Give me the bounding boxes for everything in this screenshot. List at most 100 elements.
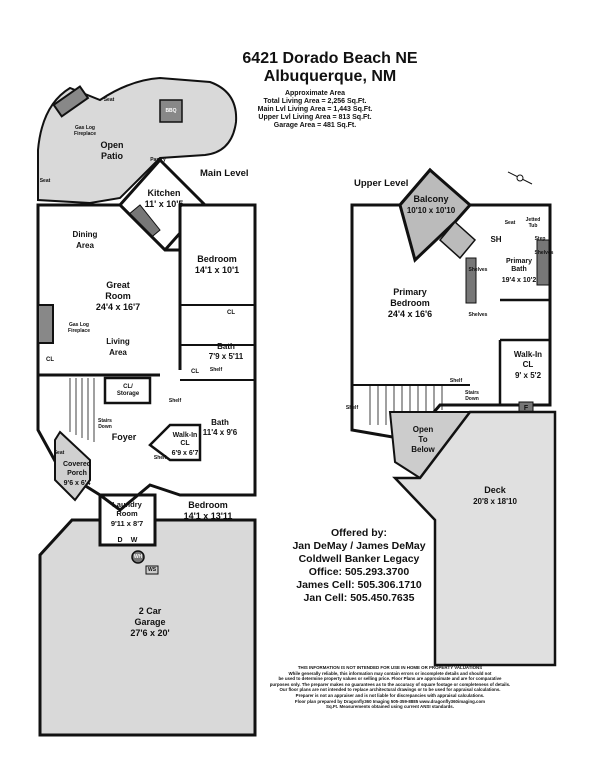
covered-porch: [54, 430, 91, 502]
bath-label: Bath: [211, 418, 229, 427]
kitchen-label: Kitchen: [147, 188, 181, 198]
laundry-room-label: Laundry Room: [112, 500, 142, 518]
bedroom-dim: 14'1 x 10'1: [194, 265, 240, 275]
patio-fireplace-label: Gas Log Fireplace: [74, 125, 96, 137]
primary-bedroom-dim: 24'4 x 16'6: [387, 309, 433, 319]
primary-bath-label: Primary Bath: [505, 258, 533, 273]
bbq-label: BBQ: [165, 108, 177, 114]
closet-label: CL: [191, 369, 199, 375]
primary-bath-dim: 19'4 x 10'2: [501, 277, 537, 284]
bath-dim: 7'9 x 5'11: [208, 352, 244, 361]
primary-bedroom-label: Primary Bedroom: [390, 287, 430, 308]
shelves: [465, 257, 477, 304]
great-room-label: Great Room: [105, 280, 131, 301]
pantry-label: Pantry: [150, 157, 166, 163]
walk-in-closet-dim: 9' x 5'2: [514, 371, 542, 380]
fireplace-label: Gas Log Fireplace: [68, 322, 90, 334]
vanity: [536, 239, 550, 286]
shelves-label: Shelves: [534, 250, 554, 256]
disclaimer-line: be used to determine property values or …: [278, 676, 502, 682]
main-level-plan: [36, 76, 257, 737]
stairs-down-label: Stairs Down: [465, 390, 479, 402]
open-patio-label: Open Patio: [100, 140, 124, 161]
disclaimer-line: Floor plan prepared by Dragonfly360 Imag…: [294, 698, 486, 704]
disclaimer-line: THIS INFORMATION IS NOT INTENDED FOR USE…: [297, 665, 483, 670]
area-heading: Approximate Area: [284, 90, 346, 97]
seat-label: Seat: [53, 450, 65, 456]
jan-cell: Jan Cell: 505.450.7635: [303, 592, 415, 604]
area-upper: Upper Lvl Living Area = 813 Sq.Ft.: [258, 114, 372, 121]
office-phone: Office: 505.293.3700: [308, 566, 410, 578]
seat-label: Seat: [39, 178, 51, 184]
disclaimer: THIS INFORMATION IS NOT INTENDED FOR USE…: [270, 665, 511, 710]
cl-storage: [103, 376, 152, 405]
shower-label: SH: [490, 235, 502, 244]
water-softener-label: WS: [147, 567, 157, 573]
shelf-label: Shelf: [153, 455, 167, 461]
disclaimer-line: While generally reliable, this informati…: [288, 670, 492, 676]
james-cell: James Cell: 505.306.1710: [296, 579, 422, 591]
disclaimer-line: Our floor plans are not intended to repl…: [279, 687, 501, 693]
shelves-label: Shelves: [468, 267, 488, 273]
offered-by: Offered by: Jan DeMay / James DeMay Cold…: [292, 527, 425, 605]
closet-label: CL: [46, 357, 54, 363]
deck: [392, 410, 557, 667]
deck-label: Deck: [484, 485, 506, 495]
open-patio: [37, 76, 238, 205]
patio-fireplace: [52, 85, 90, 118]
disclaimer-line: Preparer is not an appraiser and is not …: [295, 692, 485, 698]
fireplace: [37, 304, 54, 344]
address-line1: 6421 Dorado Beach NE: [242, 50, 418, 67]
shelf-label: Shelf: [168, 398, 182, 404]
stairs: [69, 378, 95, 442]
bedroom-label: Bedroom: [188, 500, 228, 510]
shelf-label: Shelf: [345, 405, 359, 411]
living-area-label: Living Area: [106, 337, 130, 357]
upper-level-plan: [350, 167, 557, 667]
area-summary: Approximate Area Total Living Area = 2,2…: [258, 90, 373, 130]
disclaimer-line: purposes only. The preparer makes no gua…: [269, 681, 511, 687]
address-line2: Albuquerque, NM: [263, 68, 397, 85]
garage-label: 2 Car Garage: [134, 606, 166, 627]
compass-icon: [507, 171, 533, 185]
garage-dim: 27'6 x 20': [130, 628, 170, 638]
stairs-down-label: Stairs Down: [98, 418, 112, 430]
water-softener: [145, 565, 159, 575]
disclaimer-line: Sq.Ft. Measurements obtained using curre…: [326, 704, 454, 710]
offered-by-heading: Offered by:: [330, 527, 388, 539]
closet-label: CL: [227, 310, 235, 316]
foyer-label: Foyer: [111, 432, 137, 442]
step-label: Step: [534, 236, 546, 242]
storage-label: CL/ Storage: [116, 384, 140, 397]
balcony-label: Balcony: [413, 194, 449, 204]
bedroom-label: Bedroom: [197, 254, 237, 264]
bedroom-dim: 14'1 x 13'11: [183, 511, 233, 521]
sh: [438, 220, 477, 260]
laundry-room-dim: 9'11 x 8'7: [110, 519, 144, 528]
furnace-label: F: [523, 405, 529, 412]
balcony-dim: 10'10 x 10'10: [406, 206, 456, 215]
great-room-dim: 24'4 x 16'7: [95, 302, 141, 312]
brokerage: Coldwell Banker Legacy: [298, 553, 420, 565]
kitchen-dim: 11' x 10'5: [144, 199, 184, 209]
water-heater: [131, 550, 145, 564]
area-total: Total Living Area = 2,256 Sq.Ft.: [263, 98, 367, 105]
area-main: Main Lvl Living Area = 1,443 Sq.Ft.: [257, 106, 373, 113]
shelves-label: Shelves: [468, 312, 488, 318]
walk-in-closet-label: Walk-In CL: [513, 350, 543, 369]
seat-label: Seat: [103, 97, 115, 103]
deck-dim: 20'8 x 18'10: [473, 497, 517, 506]
walk-in-closet-label: Walk-In CL: [172, 432, 198, 447]
walk-in-closet: [148, 423, 202, 462]
water-heater-label: WH: [133, 554, 143, 560]
balcony: [398, 167, 473, 263]
jetted-tub-label: Jetted Tub: [525, 217, 541, 229]
upper-level-label: Upper Level: [354, 178, 409, 189]
agents: Jan DeMay / James DeMay: [292, 540, 426, 552]
covered-porch-label: Covered Porch: [62, 461, 92, 477]
open-to-below-label: Open To Below: [411, 425, 435, 454]
bath-dim: 11'4 x 9'6: [202, 428, 238, 437]
dining-label: Dining Area: [72, 230, 98, 250]
bath-label: Bath: [217, 342, 235, 351]
